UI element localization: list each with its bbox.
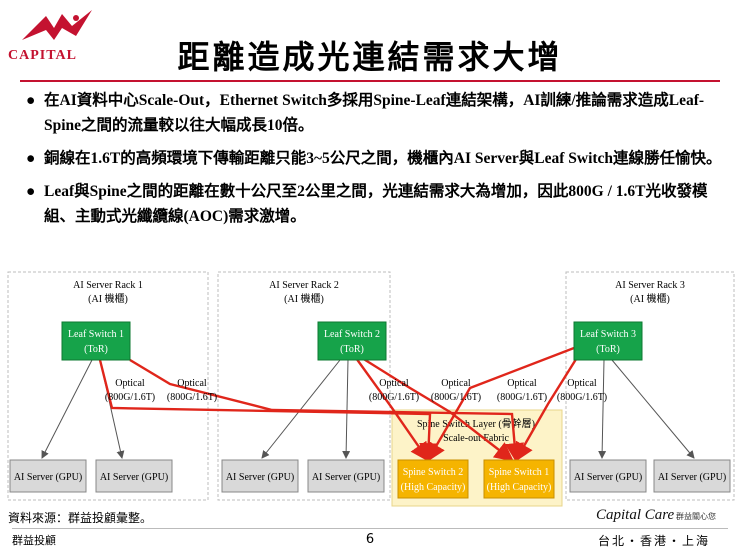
bullet-item: ● Leaf與Spine之間的距離在數十公尺至2公里之間，光連結需求大為增加，因…	[26, 179, 731, 229]
rack-1-frame	[7, 271, 209, 501]
optical-speed: (800G/1.6T)	[497, 392, 547, 403]
page-title: 距離造成光連結需求大增	[177, 38, 563, 76]
spine-layer-subtitle: Scale-out Fabric	[443, 433, 509, 444]
bullet-item: ● 銅線在1.6T的高頻環境下傳輸距離只能3~5公尺之間，機櫃內AI Serve…	[26, 146, 731, 171]
leaf-switch-3	[573, 321, 643, 361]
brand-signature: Capital Care	[596, 507, 675, 523]
optical-label: Optical	[567, 378, 597, 389]
bullet-text: Leaf與Spine之間的距離在數十公尺至2公里之間，光連結需求大為增加，因此8…	[44, 183, 708, 225]
ai-server-box	[653, 459, 731, 493]
ai-server-box	[569, 459, 647, 493]
leaf-switch-2-sub: (ToR)	[340, 344, 364, 355]
spine-switch-1-label: Spine Switch 1	[489, 467, 550, 478]
spine-switch-2-sub: (High Capacity)	[401, 482, 466, 493]
ai-servers: AI Server (GPU) AI Server (GPU) AI Serve…	[9, 459, 731, 493]
leaf-switch-1-label: Leaf Switch 1	[68, 329, 124, 340]
rack-2-subtitle: (AI 機櫃)	[284, 292, 324, 305]
leaf-switch-2-label: Leaf Switch 2	[324, 329, 380, 340]
ai-server-label: AI Server (GPU)	[14, 472, 82, 483]
optical-speed: (800G/1.6T)	[369, 392, 419, 403]
optical-label: Optical	[177, 378, 207, 389]
spine-switch-2	[397, 459, 469, 499]
logo-text: CAPITAL	[8, 48, 77, 63]
bullet-list: ● 在AI資料中心Scale-Out，Ethernet Switch多採用Spi…	[26, 88, 731, 237]
ai-server-box	[307, 459, 385, 493]
optical-speed: (800G/1.6T)	[167, 392, 217, 403]
rack-3-subtitle: (AI 機櫃)	[630, 292, 670, 305]
capital-logo	[16, 6, 98, 46]
footer-cities: 台北・香港・上海	[598, 534, 711, 548]
ai-server-box	[9, 459, 87, 493]
ai-server-label: AI Server (GPU)	[312, 472, 380, 483]
bullet-text: 在AI資料中心Scale-Out，Ethernet Switch多採用Spine…	[44, 92, 705, 134]
source-note: 資料來源：群益投顧彙整。	[8, 511, 153, 525]
rack-1-title: AI Server Rack 1	[73, 280, 143, 291]
leaf-switch-3-sub: (ToR)	[596, 344, 620, 355]
spine-switch-1-sub: (High Capacity)	[487, 482, 552, 493]
spine-layer-title: Spine Switch Layer (骨幹層)	[417, 417, 535, 430]
title-divider	[20, 80, 720, 82]
ai-server-label: AI Server (GPU)	[574, 472, 642, 483]
ai-server-label: AI Server (GPU)	[100, 472, 168, 483]
footer-company: 群益投顧	[12, 534, 56, 547]
optical-label: Optical	[379, 378, 409, 389]
ai-server-box	[221, 459, 299, 493]
spine-switch-2-label: Spine Switch 2	[403, 467, 464, 478]
page-number: 6	[365, 532, 375, 547]
ai-server-label: AI Server (GPU)	[226, 472, 294, 483]
rack-3-title: AI Server Rack 3	[615, 280, 685, 291]
bullet-dot-icon: ●	[26, 183, 36, 200]
rack-2-frame	[217, 271, 391, 501]
brand-subtitle: 群益關心您	[676, 512, 716, 521]
optical-speed: (800G/1.6T)	[557, 392, 607, 403]
optical-label: Optical	[115, 378, 145, 389]
leaf-switch-2	[317, 321, 387, 361]
bullet-text: 銅線在1.6T的高頻環境下傳輸距離只能3~5公尺之間，機櫃內AI Server與…	[44, 150, 722, 167]
bullet-dot-icon: ●	[26, 150, 36, 167]
optical-label: Optical	[507, 378, 537, 389]
optical-speed: (800G/1.6T)	[105, 392, 155, 403]
rack-3-frame	[565, 271, 735, 501]
rack-1-subtitle: (AI 機櫃)	[88, 292, 128, 305]
spine-switch-1	[483, 459, 555, 499]
ai-server-box	[95, 459, 173, 493]
leaf-switch-1-sub: (ToR)	[84, 344, 108, 355]
leaf-switch-3-label: Leaf Switch 3	[580, 329, 636, 340]
optical-label: Optical	[441, 378, 471, 389]
optical-links	[98, 346, 580, 463]
ai-server-label: AI Server (GPU)	[658, 472, 726, 483]
footer-divider	[12, 528, 728, 529]
optical-labels: Optical (800G/1.6T) Optical (800G/1.6T) …	[105, 378, 607, 403]
bullet-dot-icon: ●	[26, 92, 36, 109]
rack-2-title: AI Server Rack 2	[269, 280, 339, 291]
bullet-item: ● 在AI資料中心Scale-Out，Ethernet Switch多採用Spi…	[26, 88, 731, 138]
optical-speed: (800G/1.6T)	[431, 392, 481, 403]
eagle-logo-icon	[22, 10, 92, 40]
leaf-switch-1	[61, 321, 131, 361]
spine-leaf-diagram: Spine Switch Layer (骨幹層) Scale-out Fabri…	[7, 271, 735, 507]
